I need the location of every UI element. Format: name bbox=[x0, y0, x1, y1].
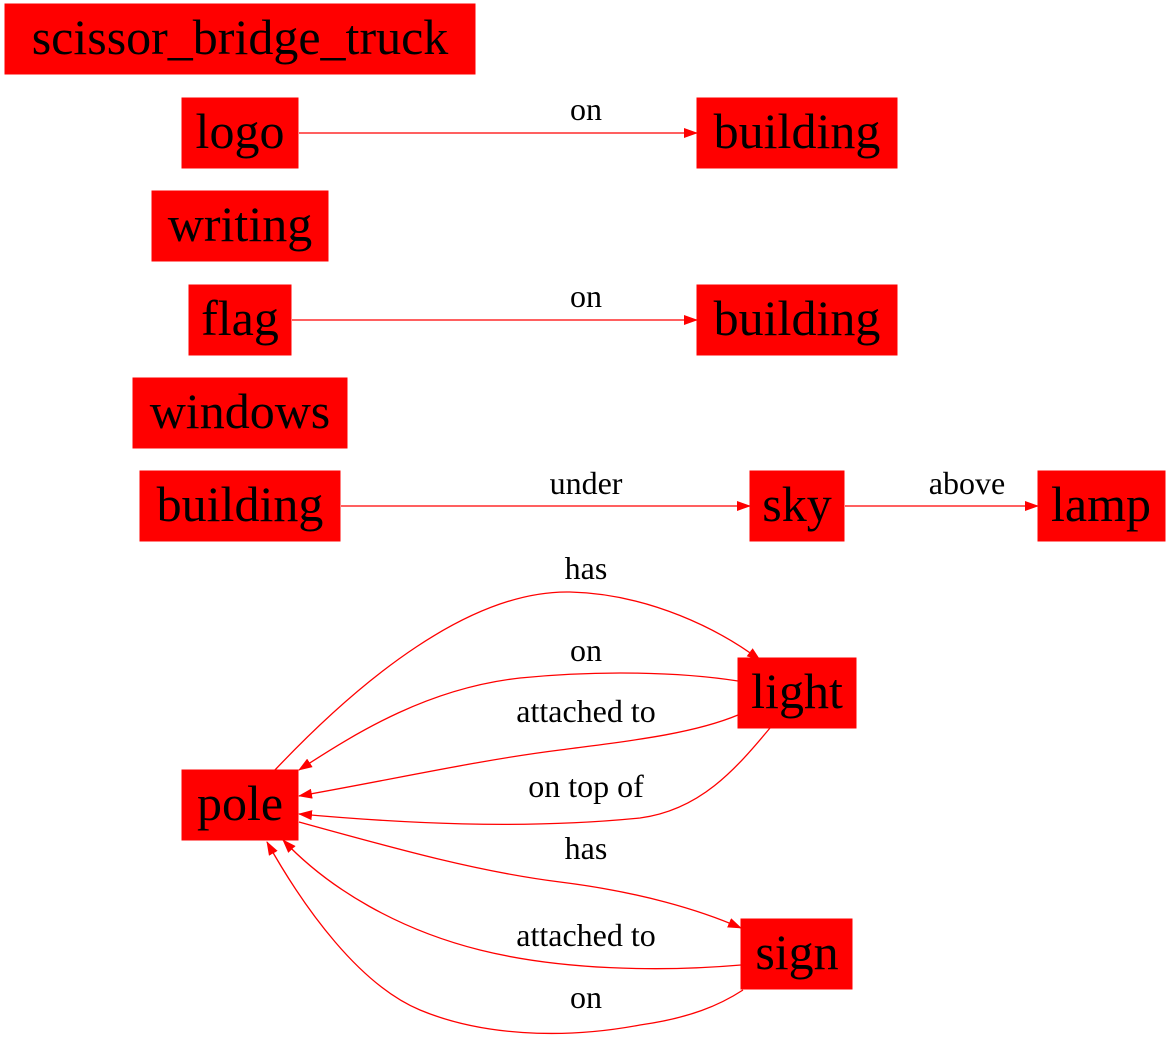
edge-label-attached-to: attached to bbox=[516, 693, 655, 729]
edge-label-above: above bbox=[929, 465, 1005, 501]
edge-sky-above-lamp: above bbox=[845, 465, 1039, 511]
node-sign[interactable]: sign bbox=[740, 918, 853, 990]
edge-label-on: on bbox=[570, 979, 602, 1015]
edge-sign-attached-to-pole: attached to bbox=[282, 839, 742, 970]
nodes: scissor_bridge_truck logo building writi… bbox=[4, 3, 1166, 990]
edge-logo-on-building: on bbox=[299, 91, 698, 138]
edge-flag-on-building: on bbox=[292, 278, 698, 325]
node-label: sky bbox=[762, 476, 831, 532]
node-label: building bbox=[714, 103, 881, 159]
node-windows[interactable]: windows bbox=[132, 377, 348, 449]
node-flag[interactable]: flag bbox=[188, 284, 292, 356]
node-label: pole bbox=[197, 775, 283, 831]
edge-label-has: has bbox=[565, 550, 608, 586]
node-sky[interactable]: sky bbox=[749, 470, 845, 542]
edge-light-on-pole: on bbox=[298, 632, 739, 771]
node-label: flag bbox=[201, 290, 279, 346]
node-light[interactable]: light bbox=[737, 657, 857, 729]
edges: on on under above has on attached to on bbox=[266, 91, 1039, 1035]
node-label: building bbox=[714, 290, 881, 346]
node-logo[interactable]: logo bbox=[181, 97, 299, 169]
edge-sign-on-pole: on bbox=[266, 841, 744, 1035]
node-label: logo bbox=[196, 103, 285, 159]
edge-label-on: on bbox=[570, 632, 602, 668]
node-building-source[interactable]: building bbox=[139, 470, 341, 542]
node-label: windows bbox=[150, 383, 331, 439]
edge-label-on-top-of: on top of bbox=[528, 768, 644, 804]
edge-pole-has-sign: has bbox=[298, 821, 742, 929]
edge-light-on-top-of-pole: on top of bbox=[298, 727, 771, 826]
edge-label-attached-to: attached to bbox=[516, 917, 655, 953]
node-label: writing bbox=[168, 196, 312, 252]
edge-light-attached-to-pole: attached to bbox=[298, 693, 739, 799]
node-pole[interactable]: pole bbox=[181, 769, 299, 841]
edge-pole-has-light: has bbox=[273, 550, 761, 772]
node-building-logo-target[interactable]: building bbox=[696, 97, 898, 169]
node-building-flag-target[interactable]: building bbox=[696, 284, 898, 356]
edge-label-on: on bbox=[570, 91, 602, 127]
edge-label-has: has bbox=[565, 830, 608, 866]
edge-label-under: under bbox=[550, 465, 623, 501]
node-lamp[interactable]: lamp bbox=[1037, 470, 1166, 542]
node-label: lamp bbox=[1051, 476, 1151, 532]
node-writing[interactable]: writing bbox=[151, 190, 329, 262]
edge-label-on: on bbox=[570, 278, 602, 314]
node-label: light bbox=[751, 663, 843, 719]
node-label: building bbox=[157, 476, 324, 532]
node-scissor-bridge-truck[interactable]: scissor_bridge_truck bbox=[4, 3, 476, 75]
node-label: sign bbox=[755, 924, 838, 980]
edge-building-under-sky: under bbox=[341, 465, 751, 511]
node-label: scissor_bridge_truck bbox=[32, 9, 449, 65]
